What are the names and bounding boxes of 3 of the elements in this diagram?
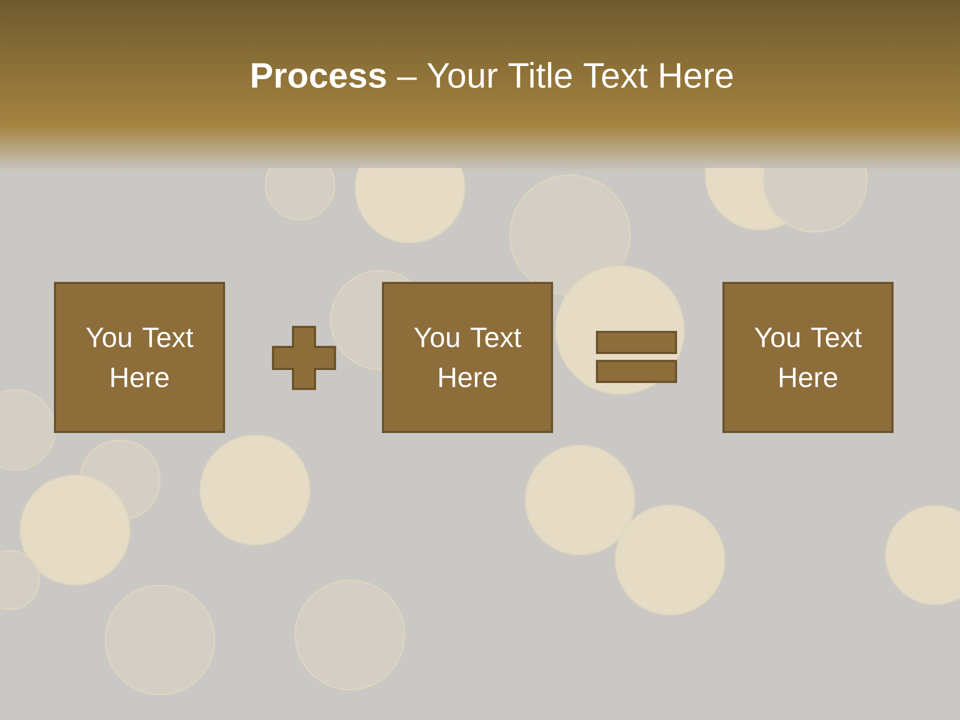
title: Process – Your Title Text Here	[252, 62, 733, 88]
text-box: You Text Here	[722, 282, 894, 434]
text-box: You Text Here	[54, 282, 226, 434]
